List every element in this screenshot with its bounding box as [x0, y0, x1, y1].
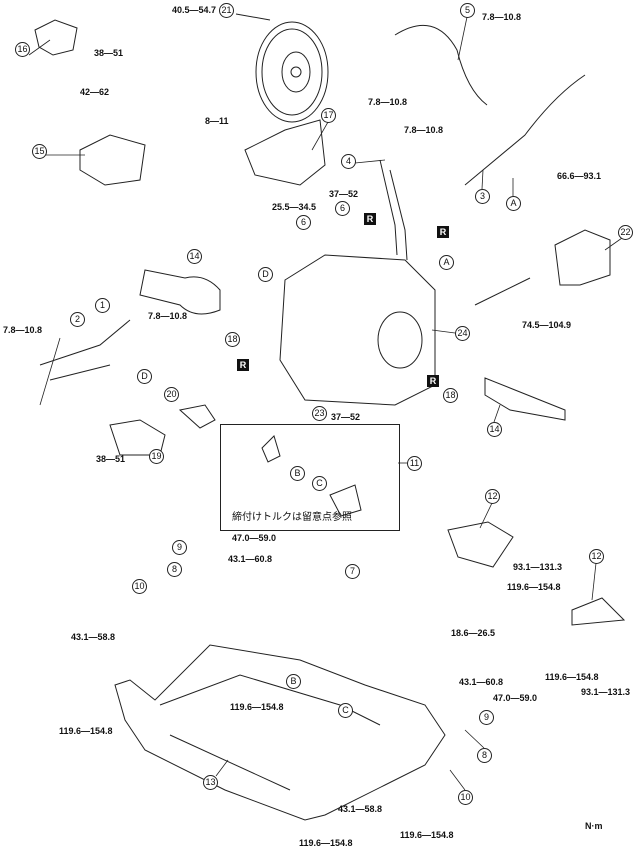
- torque-label: 25.5—34.5: [272, 202, 317, 212]
- callout-C-frame: C: [338, 703, 353, 718]
- callout-15: 15: [32, 144, 47, 159]
- driveshaft-left-drawing: [139, 269, 221, 315]
- torque-label: 47.0—59.0: [493, 693, 538, 703]
- replace-mark: R: [237, 359, 249, 371]
- callout-24: 24: [455, 326, 470, 341]
- torque-label: 43.1—58.8: [338, 804, 383, 814]
- torque-label: 119.6—154.8: [400, 830, 454, 840]
- torque-label: 38—51: [96, 454, 126, 464]
- callout-9-right: 9: [479, 710, 494, 725]
- inset-box-engine-mount-11: [220, 424, 400, 531]
- callout-D-lower: D: [137, 369, 152, 384]
- plate-20-drawing: [178, 404, 216, 429]
- bracket-15-drawing: [79, 134, 146, 186]
- callout-14-left: 14: [187, 249, 202, 264]
- torque-label: 42—62: [80, 87, 110, 97]
- callout-14-right: 14: [487, 422, 502, 437]
- torque-label: 43.1—60.8: [228, 554, 273, 564]
- torque-label: 119.6—154.8: [230, 702, 284, 712]
- starter-19-drawing: [109, 419, 166, 456]
- flywheel-drawing: [235, 13, 329, 123]
- inset-note: 締付けトルクは留意点参照: [232, 512, 352, 523]
- bolt-drawing: [474, 277, 531, 306]
- driveshaft-right-drawing: [484, 377, 566, 421]
- torque-label: 8—11: [205, 116, 229, 126]
- torque-label: 119.6—154.8: [545, 672, 599, 682]
- callout-10-left: 10: [132, 579, 147, 594]
- crossmember-13-drawing: [114, 644, 446, 821]
- callout-12-upper: 12: [485, 489, 500, 504]
- callout-19: 19: [149, 449, 164, 464]
- transaxle-24-drawing: [279, 254, 436, 406]
- replace-mark: R: [427, 375, 439, 387]
- callout-1: 1: [95, 298, 110, 313]
- torque-label: 119.6—154.8: [299, 838, 353, 848]
- callout-10-right: 10: [458, 790, 473, 805]
- torque-label: 119.6—154.8: [59, 726, 113, 736]
- replace-mark: R: [364, 213, 376, 225]
- torque-label: 93.1—131.3: [581, 687, 631, 697]
- callout-6-left: 6: [296, 215, 311, 230]
- callout-18-right: 18: [443, 388, 458, 403]
- torque-label: 38—51: [94, 48, 124, 58]
- dipstick-4-drawing: [379, 159, 408, 261]
- torque-label: 43.1—58.8: [71, 632, 116, 642]
- torque-label: 7.8—10.8: [482, 12, 522, 22]
- callout-A-upper: A: [506, 196, 521, 211]
- torque-label: 47.0—59.0: [232, 533, 277, 543]
- harness-5-drawing: [394, 24, 488, 106]
- mount-22-drawing: [554, 229, 611, 286]
- inset-brackets-drawing: [261, 435, 362, 517]
- callout-18-left: 18: [225, 332, 240, 347]
- callout-C-inset: C: [312, 476, 327, 491]
- callout-7: 7: [345, 564, 360, 579]
- torque-label: 66.6—93.1: [557, 171, 602, 181]
- callout-13: 13: [203, 775, 218, 790]
- callout-11: 11: [407, 456, 422, 471]
- torque-label: 40.5—54.7: [172, 5, 217, 15]
- callout-A-lower: A: [439, 255, 454, 270]
- callout-5: 5: [460, 3, 475, 18]
- mount-12-right-drawing: [571, 597, 626, 626]
- callout-23: 23: [312, 406, 327, 421]
- callout-8-left: 8: [167, 562, 182, 577]
- callout-4: 4: [341, 154, 356, 169]
- callout-22: 22: [618, 225, 633, 240]
- callout-6-right: 6: [335, 201, 350, 216]
- callout-B-frame: B: [286, 674, 301, 689]
- callout-3: 3: [475, 189, 490, 204]
- torque-label: 43.1—60.8: [459, 677, 504, 687]
- callout-20: 20: [164, 387, 179, 402]
- leader-lines: [28, 16, 623, 791]
- callout-B-inset: B: [290, 466, 305, 481]
- pipes-drawing: [39, 319, 131, 381]
- torque-label: 74.5—104.9: [522, 320, 572, 330]
- callout-8-right: 8: [477, 748, 492, 763]
- callout-2: 2: [70, 312, 85, 327]
- callout-21: 21: [219, 3, 234, 18]
- torque-label: 93.1—131.3: [513, 562, 563, 572]
- bracket-16-drawing: [34, 19, 78, 56]
- torque-label: 18.6—26.5: [451, 628, 496, 638]
- torque-label: 119.6—154.8: [507, 582, 561, 592]
- callout-D-upper: D: [258, 267, 273, 282]
- callout-12-right: 12: [589, 549, 604, 564]
- torque-label: 7.8—10.8: [404, 125, 444, 135]
- unit-label: N·m: [585, 821, 603, 831]
- callout-17: 17: [321, 108, 336, 123]
- callout-9-left: 9: [172, 540, 187, 555]
- callout-16: 16: [15, 42, 30, 57]
- torque-label: 37—52: [329, 189, 359, 199]
- torque-label: 37—52: [331, 412, 361, 422]
- cover-17-drawing: [244, 119, 326, 186]
- torque-label: 7.8—10.8: [148, 311, 188, 321]
- shift-cable-3-drawing: [464, 74, 586, 186]
- torque-label: 7.8—10.8: [368, 97, 408, 107]
- replace-mark: R: [437, 226, 449, 238]
- mount-12-upper-drawing: [447, 521, 514, 568]
- torque-label: 7.8—10.8: [3, 325, 43, 335]
